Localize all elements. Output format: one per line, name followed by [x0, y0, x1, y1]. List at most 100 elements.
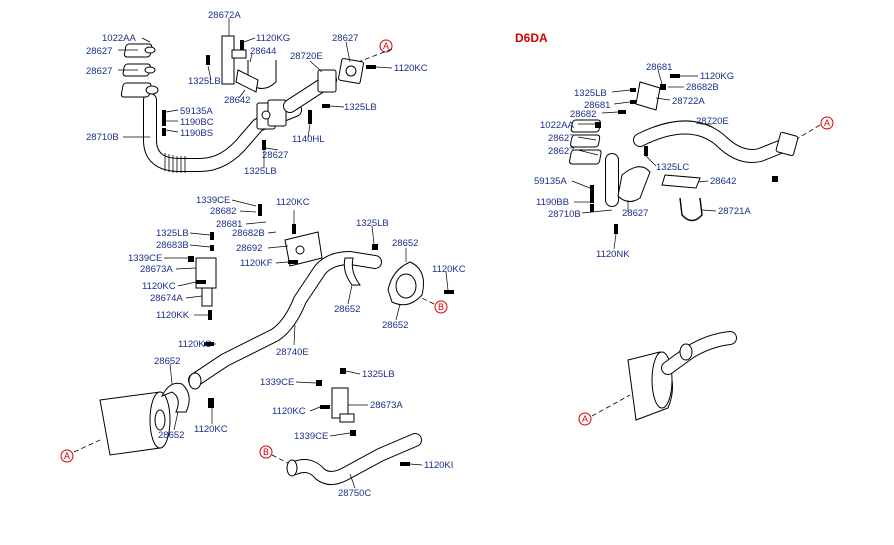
label-28720E: 28720E [290, 51, 323, 62]
svg-text:B: B [438, 302, 444, 312]
label-28682B: 28682B [232, 228, 265, 239]
label-1325LB: 1325LB [362, 369, 395, 380]
front-pipe-flange-joint[interactable] [256, 99, 287, 130]
bolts-right [590, 74, 778, 234]
label-1120KC: 1120KC [194, 424, 228, 435]
label-59135A: 59135A [534, 176, 567, 187]
ref-marker-a-top[interactable]: A [379, 39, 393, 53]
label-28627: 28627 [86, 46, 112, 57]
gasket-stack-top-left[interactable] [120, 43, 159, 98]
label-1325LB: 1325LB [188, 76, 221, 87]
label-1339CE: 1339CE [260, 377, 294, 388]
bolts-lower-middle [316, 368, 410, 466]
label-28652: 28652 [382, 320, 408, 331]
label-28627: 28627 [548, 133, 574, 144]
label-28683B: 28683B [156, 240, 189, 251]
label-1120KF: 1120KF [240, 258, 273, 269]
label-1190BB: 1190BB [536, 197, 569, 208]
label-1339CE: 1339CE [294, 431, 328, 442]
clamp-28652-mid[interactable] [343, 257, 362, 286]
label-28642: 28642 [710, 176, 736, 187]
label-28673A: 28673A [370, 400, 403, 411]
label-1120NK: 1120NK [596, 249, 630, 260]
label-28642: 28642 [224, 95, 250, 106]
label-28627: 28627 [622, 208, 648, 219]
ref-marker-b-bottom[interactable]: B [259, 445, 273, 459]
front-pipe-28710B[interactable] [143, 93, 302, 173]
label-28682B: 28682B [686, 82, 719, 93]
intermediate-pipe-28740E[interactable] [188, 251, 382, 390]
label-1022AA: 1022AA [540, 120, 574, 131]
label-28674A: 28674A [150, 293, 183, 304]
label-59135A: 59135A [180, 106, 213, 117]
label-1325LB: 1325LB [244, 166, 277, 177]
clamp-28652-lower-left[interactable] [160, 382, 190, 413]
label-1120KC: 1120KC [142, 281, 176, 292]
label-1140HL: 1140HL [292, 134, 325, 145]
label-1120KC: 1120KC [178, 339, 212, 350]
label-28644: 28644 [250, 46, 276, 57]
pipe-28720E-top[interactable] [283, 58, 364, 113]
label-1325LC: 1325LC [656, 162, 689, 173]
variant-title: D6DA [515, 31, 548, 45]
muffler-right[interactable] [627, 331, 737, 421]
label-1339CE: 1339CE [128, 253, 162, 264]
label-28722A: 28722A [672, 96, 705, 107]
label-28672A: 28672A [208, 10, 241, 21]
label-1120KC: 1120KC [276, 197, 310, 208]
tail-pipe-28750C[interactable] [286, 433, 422, 485]
label-28652: 28652 [154, 356, 180, 367]
label-28652: 28652 [392, 238, 418, 249]
bracket-28722A[interactable] [635, 81, 661, 111]
ref-marker-b-mid[interactable]: B [434, 300, 448, 314]
clamp-28652-loose[interactable] [387, 261, 424, 306]
ref-marker-a-right[interactable]: A [820, 116, 834, 130]
svg-text:A: A [383, 41, 389, 51]
label-28673A: 28673A [140, 264, 173, 275]
bracket-28673A-lower[interactable] [331, 387, 355, 423]
pipe-28720E-right[interactable] [633, 120, 799, 163]
label-28721A: 28721A [718, 206, 751, 217]
bolts-top-left [162, 40, 376, 150]
label-1022AA: 1022AA [102, 33, 136, 44]
label-28710B: 28710B [86, 132, 119, 143]
label-28681: 28681 [584, 100, 610, 111]
label-1325LB: 1325LB [156, 228, 189, 239]
ref-marker-a-muffler-right[interactable]: A [578, 412, 592, 426]
u-clamp-28721A[interactable] [679, 197, 703, 222]
label-1120KI: 1120KI [424, 460, 453, 471]
label-28750C: 28750C [338, 488, 371, 499]
ref-marker-a-left[interactable]: A [60, 449, 74, 463]
label-1120KC: 1120KC [272, 406, 306, 417]
label-1120KK: 1120KK [156, 310, 190, 321]
label-1190BC: 1190BC [180, 117, 214, 128]
label-1325LB: 1325LB [356, 218, 389, 229]
label-28681: 28681 [216, 219, 242, 230]
label-28652: 28652 [158, 430, 184, 441]
label-1120KG: 1120KG [700, 71, 734, 82]
label-28720E: 28720E [696, 116, 729, 127]
label-1190BS: 1190BS [180, 128, 213, 139]
label-28652: 28652 [334, 304, 360, 315]
hanger-bracket-28692[interactable] [284, 231, 323, 267]
label-28627: 28627 [332, 33, 358, 44]
bolts-lower-left [208, 398, 214, 408]
label-1325LB: 1325LB [344, 102, 377, 113]
label-1120KG: 1120KG [256, 33, 290, 44]
label-28681: 28681 [646, 62, 672, 73]
bracket-28642-right[interactable] [661, 174, 701, 189]
leader-lines [118, 18, 717, 489]
bracket-28642-top[interactable] [235, 69, 259, 93]
label-1120KC: 1120KC [432, 264, 466, 275]
muffler-lower-left[interactable] [99, 391, 171, 456]
label-1325LB: 1325LB [574, 88, 607, 99]
svg-text:B: B [263, 447, 269, 457]
front-pipe-28710B-right[interactable] [569, 119, 651, 207]
label-1339CE: 1339CE [196, 195, 230, 206]
label-1120KC: 1120KC [394, 63, 428, 74]
label-28627: 28627 [86, 66, 112, 77]
svg-text:A: A [64, 451, 70, 461]
label-28627: 28627 [548, 146, 574, 157]
bracket-28672A[interactable] [221, 35, 247, 85]
